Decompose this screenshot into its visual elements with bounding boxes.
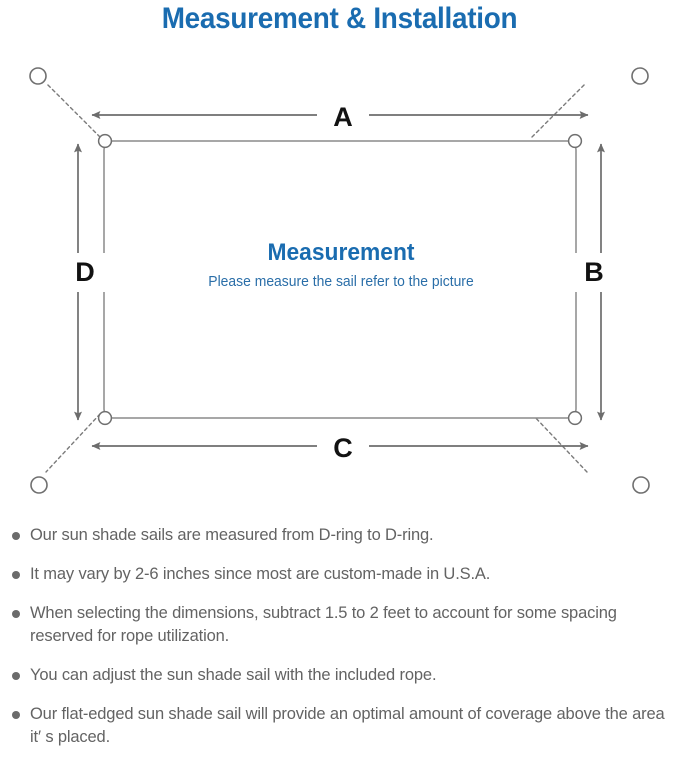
list-item: You can adjust the sun shade sail with t… xyxy=(0,664,679,687)
list-item-text: Our flat-edged sun shade sail will provi… xyxy=(30,705,665,746)
anchor-circles xyxy=(29,67,650,494)
list-item: Our flat-edged sun shade sail will provi… xyxy=(0,703,679,749)
d-ring-top-left xyxy=(97,133,113,149)
rope-top-right xyxy=(531,82,587,138)
anchor-bottom-right xyxy=(632,476,650,494)
list-item: It may vary by 2-6 inches since most are… xyxy=(0,563,679,586)
d-rings xyxy=(97,133,583,426)
sail-shape xyxy=(103,140,577,419)
list-item-text: When selecting the dimensions, subtract … xyxy=(30,604,617,645)
bullet-icon xyxy=(12,532,20,540)
bullet-icon xyxy=(12,610,20,618)
d-ring-bottom-right xyxy=(567,410,583,426)
bullet-icon xyxy=(12,571,20,579)
bullet-icon xyxy=(12,672,20,680)
rope-lines xyxy=(45,82,588,473)
list-item-text: You can adjust the sun shade sail with t… xyxy=(30,666,437,684)
notes-list: Our sun shade sails are measured from D-… xyxy=(0,524,679,765)
sail-diagram: A B C D Measurement Please measure the s… xyxy=(0,48,679,518)
d-ring-bottom-left xyxy=(97,410,113,426)
list-item-text: Our sun shade sails are measured from D-… xyxy=(30,526,434,544)
bullet-icon xyxy=(12,711,20,719)
page-title: Measurement & Installation xyxy=(161,2,518,35)
dimension-arrows xyxy=(74,111,605,450)
list-item: Our sun shade sails are measured from D-… xyxy=(0,524,679,547)
rope-bottom-left xyxy=(45,413,101,473)
sail-diagram-canvas xyxy=(29,67,650,494)
list-item: When selecting the dimensions, subtract … xyxy=(0,602,679,648)
d-ring-top-right xyxy=(567,133,583,149)
rope-top-left xyxy=(45,82,101,138)
list-item-text: It may vary by 2-6 inches since most are… xyxy=(30,565,491,583)
anchor-top-right xyxy=(631,67,649,85)
anchor-top-left xyxy=(29,67,47,85)
rope-bottom-right xyxy=(531,413,588,473)
anchor-bottom-left xyxy=(30,476,48,494)
